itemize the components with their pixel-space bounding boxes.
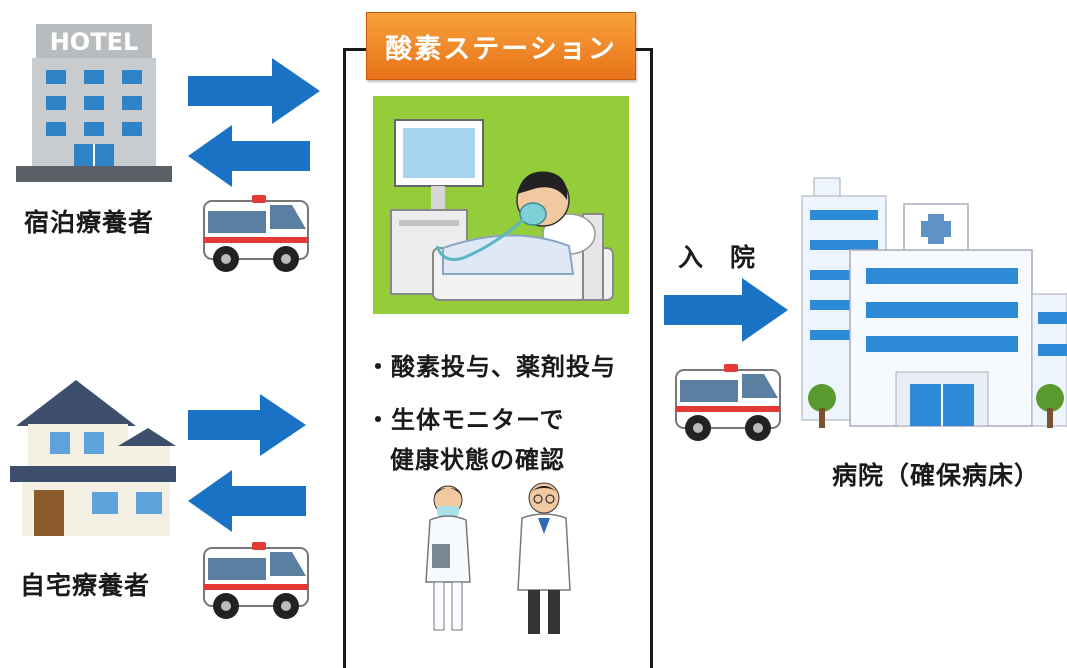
- home-label: 自宅療養者: [20, 571, 151, 600]
- arrow-right-icon: [664, 278, 788, 342]
- bullet-vital-monitor: ・生体モニターで: [366, 406, 565, 434]
- hotel-label: 宿泊療養者: [24, 208, 155, 237]
- oxygen-station-title: 酸素ステーション: [366, 12, 636, 80]
- bullet-health-check: 健康状態の確認: [390, 446, 565, 474]
- house-icon: [10, 380, 176, 536]
- nurse-icon: [425, 485, 471, 631]
- ambulance-icon: [203, 542, 309, 619]
- oxygen-patient-illustration: [373, 96, 629, 314]
- arrow-left-icon: [188, 125, 310, 187]
- doctor-icon: [517, 482, 571, 634]
- ambulance-icon: [675, 364, 781, 441]
- hotel-sign-text: HOTEL: [50, 28, 139, 56]
- admission-label: 入 院: [678, 243, 757, 272]
- arrow-left-icon: [188, 470, 306, 532]
- bullet-oxygen-medication: ・酸素投与、薬剤投与: [366, 353, 616, 381]
- ambulance-icon: [203, 195, 309, 272]
- arrow-right-icon: [188, 58, 320, 124]
- hotel-icon: HOTEL: [16, 24, 172, 182]
- arrow-right-icon: [188, 394, 306, 456]
- hospital-icon: [801, 177, 1067, 428]
- hospital-label: 病院（確保病床）: [832, 461, 1041, 490]
